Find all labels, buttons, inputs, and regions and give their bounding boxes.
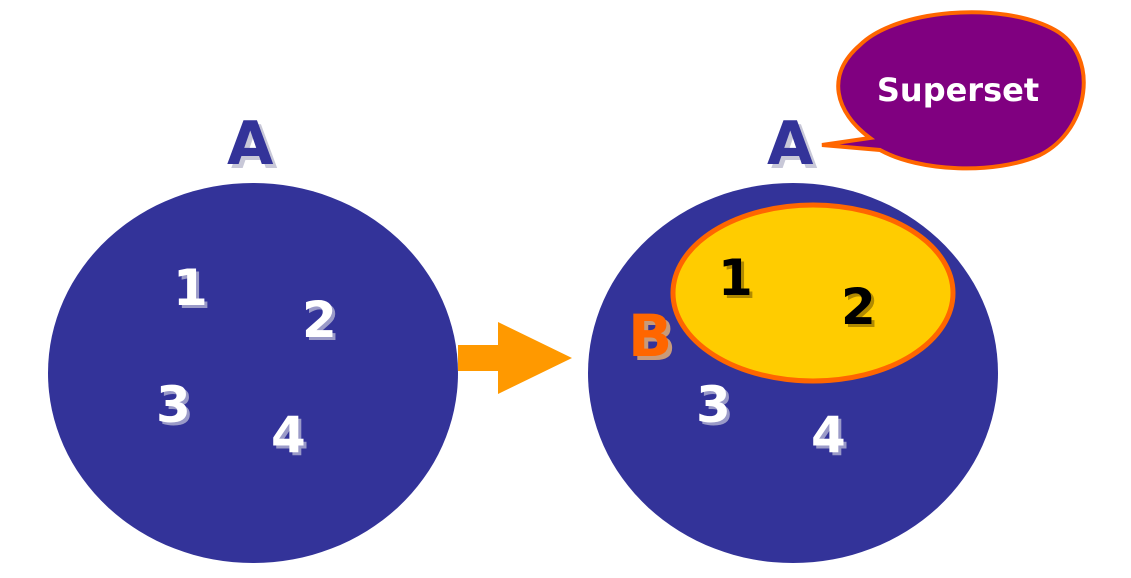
right-set-group: A A B B 1 1 2 2 3 3 4 4 xyxy=(588,109,998,563)
left-set-circle xyxy=(48,183,458,563)
left-element-1-shadow: 1 xyxy=(176,262,211,320)
arrow-shape xyxy=(458,322,572,394)
right-element-3-shadow: 3 xyxy=(699,379,734,437)
subset-element-2: 2 xyxy=(841,278,876,336)
subset-element-2-shadow: 2 xyxy=(844,281,879,339)
arrow-right-icon xyxy=(458,322,572,394)
callout-text: Superset xyxy=(877,71,1039,109)
left-element-4-shadow: 4 xyxy=(274,409,309,467)
left-element-2: 2 xyxy=(302,291,337,349)
right-element-3: 3 xyxy=(696,376,731,434)
subset-b-label: B xyxy=(628,302,672,370)
left-element-2-shadow: 2 xyxy=(305,294,340,352)
left-element-1: 1 xyxy=(173,259,208,317)
right-element-4-shadow: 4 xyxy=(814,409,849,467)
subset-element-1-shadow: 1 xyxy=(721,252,756,310)
subset-b-label-shadow: B xyxy=(632,306,676,374)
right-element-4: 4 xyxy=(811,406,846,464)
right-set-label: A xyxy=(767,109,814,179)
superset-callout: Superset xyxy=(821,10,1086,171)
left-element-4: 4 xyxy=(271,406,306,464)
left-element-3: 3 xyxy=(156,376,191,434)
subset-element-1: 1 xyxy=(718,249,753,307)
right-set-label-shadow: A xyxy=(771,113,818,183)
subset-b-ellipse xyxy=(670,202,956,384)
callout-bubble xyxy=(821,10,1086,171)
left-set-label-shadow: A xyxy=(231,113,278,183)
left-set-group: A A 1 1 2 2 3 3 4 4 xyxy=(48,109,458,563)
left-set-label: A xyxy=(227,109,274,179)
left-element-3-shadow: 3 xyxy=(159,379,194,437)
